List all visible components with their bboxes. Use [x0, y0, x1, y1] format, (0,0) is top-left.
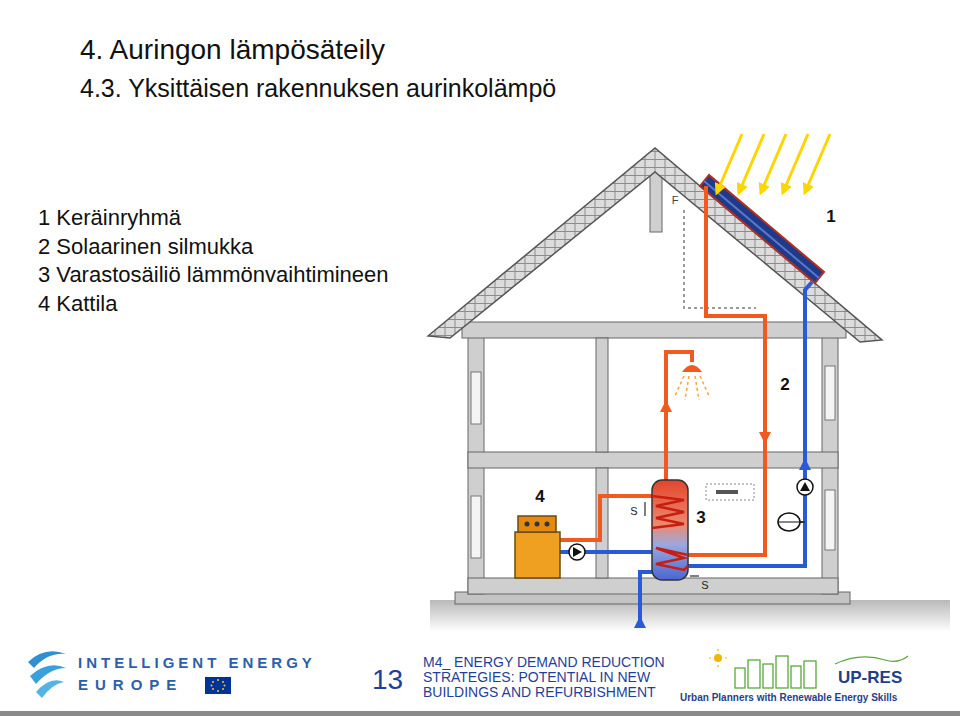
eu-stars [211, 679, 226, 692]
boiler-panel [518, 516, 556, 532]
footer-note: M4_ ENERGY DEMAND REDUCTION STRATEGIES: … [423, 655, 675, 700]
upres-skyline [735, 656, 908, 688]
eu-star [211, 685, 213, 687]
pump-symbol [569, 544, 585, 560]
attic-slab [462, 322, 846, 338]
eu-star [222, 681, 224, 683]
floor-slab [468, 578, 838, 594]
upres-sun-rays [709, 649, 727, 667]
pump-symbol [800, 482, 810, 491]
skyline-building [776, 656, 788, 688]
iee-logo [28, 651, 66, 668]
solar-return-pipe [688, 282, 812, 566]
list-item: 3 Varastosäiliö lämmönvaihtimineen [38, 262, 389, 287]
window [471, 372, 481, 424]
heat-exchanger-coil [652, 496, 684, 528]
sun-ray [740, 134, 764, 190]
pump-symbol [797, 479, 813, 495]
iee-logo [36, 680, 64, 698]
list-item: 4 Kattila [38, 291, 118, 316]
sun-ray [725, 657, 727, 658]
flow-arrow [759, 432, 771, 444]
window [825, 366, 835, 420]
window [825, 490, 835, 550]
callout-number: 2 [780, 375, 789, 395]
flow-arrow [634, 616, 646, 628]
spray-line [674, 376, 684, 398]
flow-arrow [799, 458, 811, 470]
skyline-building [735, 668, 745, 688]
sensor-wire [684, 210, 756, 308]
pump-symbol [573, 547, 582, 557]
skyline-building [804, 661, 816, 688]
eu-flag [205, 677, 231, 694]
logo-tagline: Urban Planners with Renewable Energy Ski… [680, 692, 897, 704]
ground [430, 600, 950, 632]
roof [428, 148, 882, 342]
logo-text: EUROPE [78, 676, 183, 693]
eu-star [217, 679, 219, 681]
footer-bar [0, 711, 960, 716]
sensor-mark [690, 575, 699, 577]
boiler [515, 532, 560, 578]
eu-star [222, 688, 224, 690]
shower-spray [674, 376, 710, 400]
expansion-vessel [778, 522, 800, 523]
list-item: 1 Keräinryhmä [38, 205, 181, 230]
spray-line [685, 376, 689, 400]
shower-head [682, 365, 702, 372]
sensor-label: S [630, 505, 637, 518]
sensor-label: S [701, 579, 708, 592]
collector-glare [704, 181, 819, 278]
solar-collector [700, 175, 824, 283]
boiler-flow-pipe [560, 496, 652, 540]
heat-exchanger-coil [656, 548, 688, 570]
skyline-building [748, 660, 760, 688]
page-number: 13 [372, 664, 403, 696]
sun-ray [718, 134, 742, 190]
sun-ray [717, 649, 718, 651]
sensor-mark [644, 502, 646, 516]
slide-title: 4. Auringon lämpösäteily [80, 34, 385, 66]
eu-star [224, 685, 226, 687]
sun-ray [717, 665, 718, 667]
sun-ray [762, 134, 786, 190]
boiler-knob [545, 522, 550, 527]
boiler-knob [525, 522, 530, 527]
sun-rays [718, 134, 830, 190]
boiler-knob [535, 522, 540, 527]
controller-display [716, 490, 738, 494]
eu-star [212, 688, 214, 690]
eu-star [217, 690, 219, 692]
storage-tank [652, 480, 688, 580]
floor-slab [468, 452, 838, 468]
slide-subtitle: 4.3. Yksittäisen rakennuksen aurinkolämp… [80, 74, 556, 103]
sun-ray [806, 134, 830, 190]
sun-ray [784, 134, 808, 190]
sensor-label: F [672, 194, 679, 207]
king-post [650, 170, 662, 232]
callout-number: 3 [696, 508, 705, 528]
upres-sun [714, 654, 722, 662]
eu-star [212, 681, 214, 683]
flow-arrow [660, 400, 672, 412]
callout-number: 4 [535, 487, 544, 507]
sun-ray [709, 657, 711, 658]
skyline-wave [835, 656, 908, 664]
spray-line [700, 376, 710, 398]
list-item: 2 Solaarinen silmukka [38, 234, 253, 259]
pillar [596, 338, 608, 452]
expansion-vessel [778, 513, 800, 531]
logo-text: UP-RES [838, 668, 902, 688]
skyline-building [763, 664, 773, 688]
callout-number: 1 [826, 207, 835, 227]
spray-line [695, 376, 699, 400]
skyline-building [791, 666, 801, 688]
window [471, 496, 481, 558]
controller [706, 484, 754, 500]
logo-text: INTELLIGENT ENERGY [78, 654, 316, 671]
